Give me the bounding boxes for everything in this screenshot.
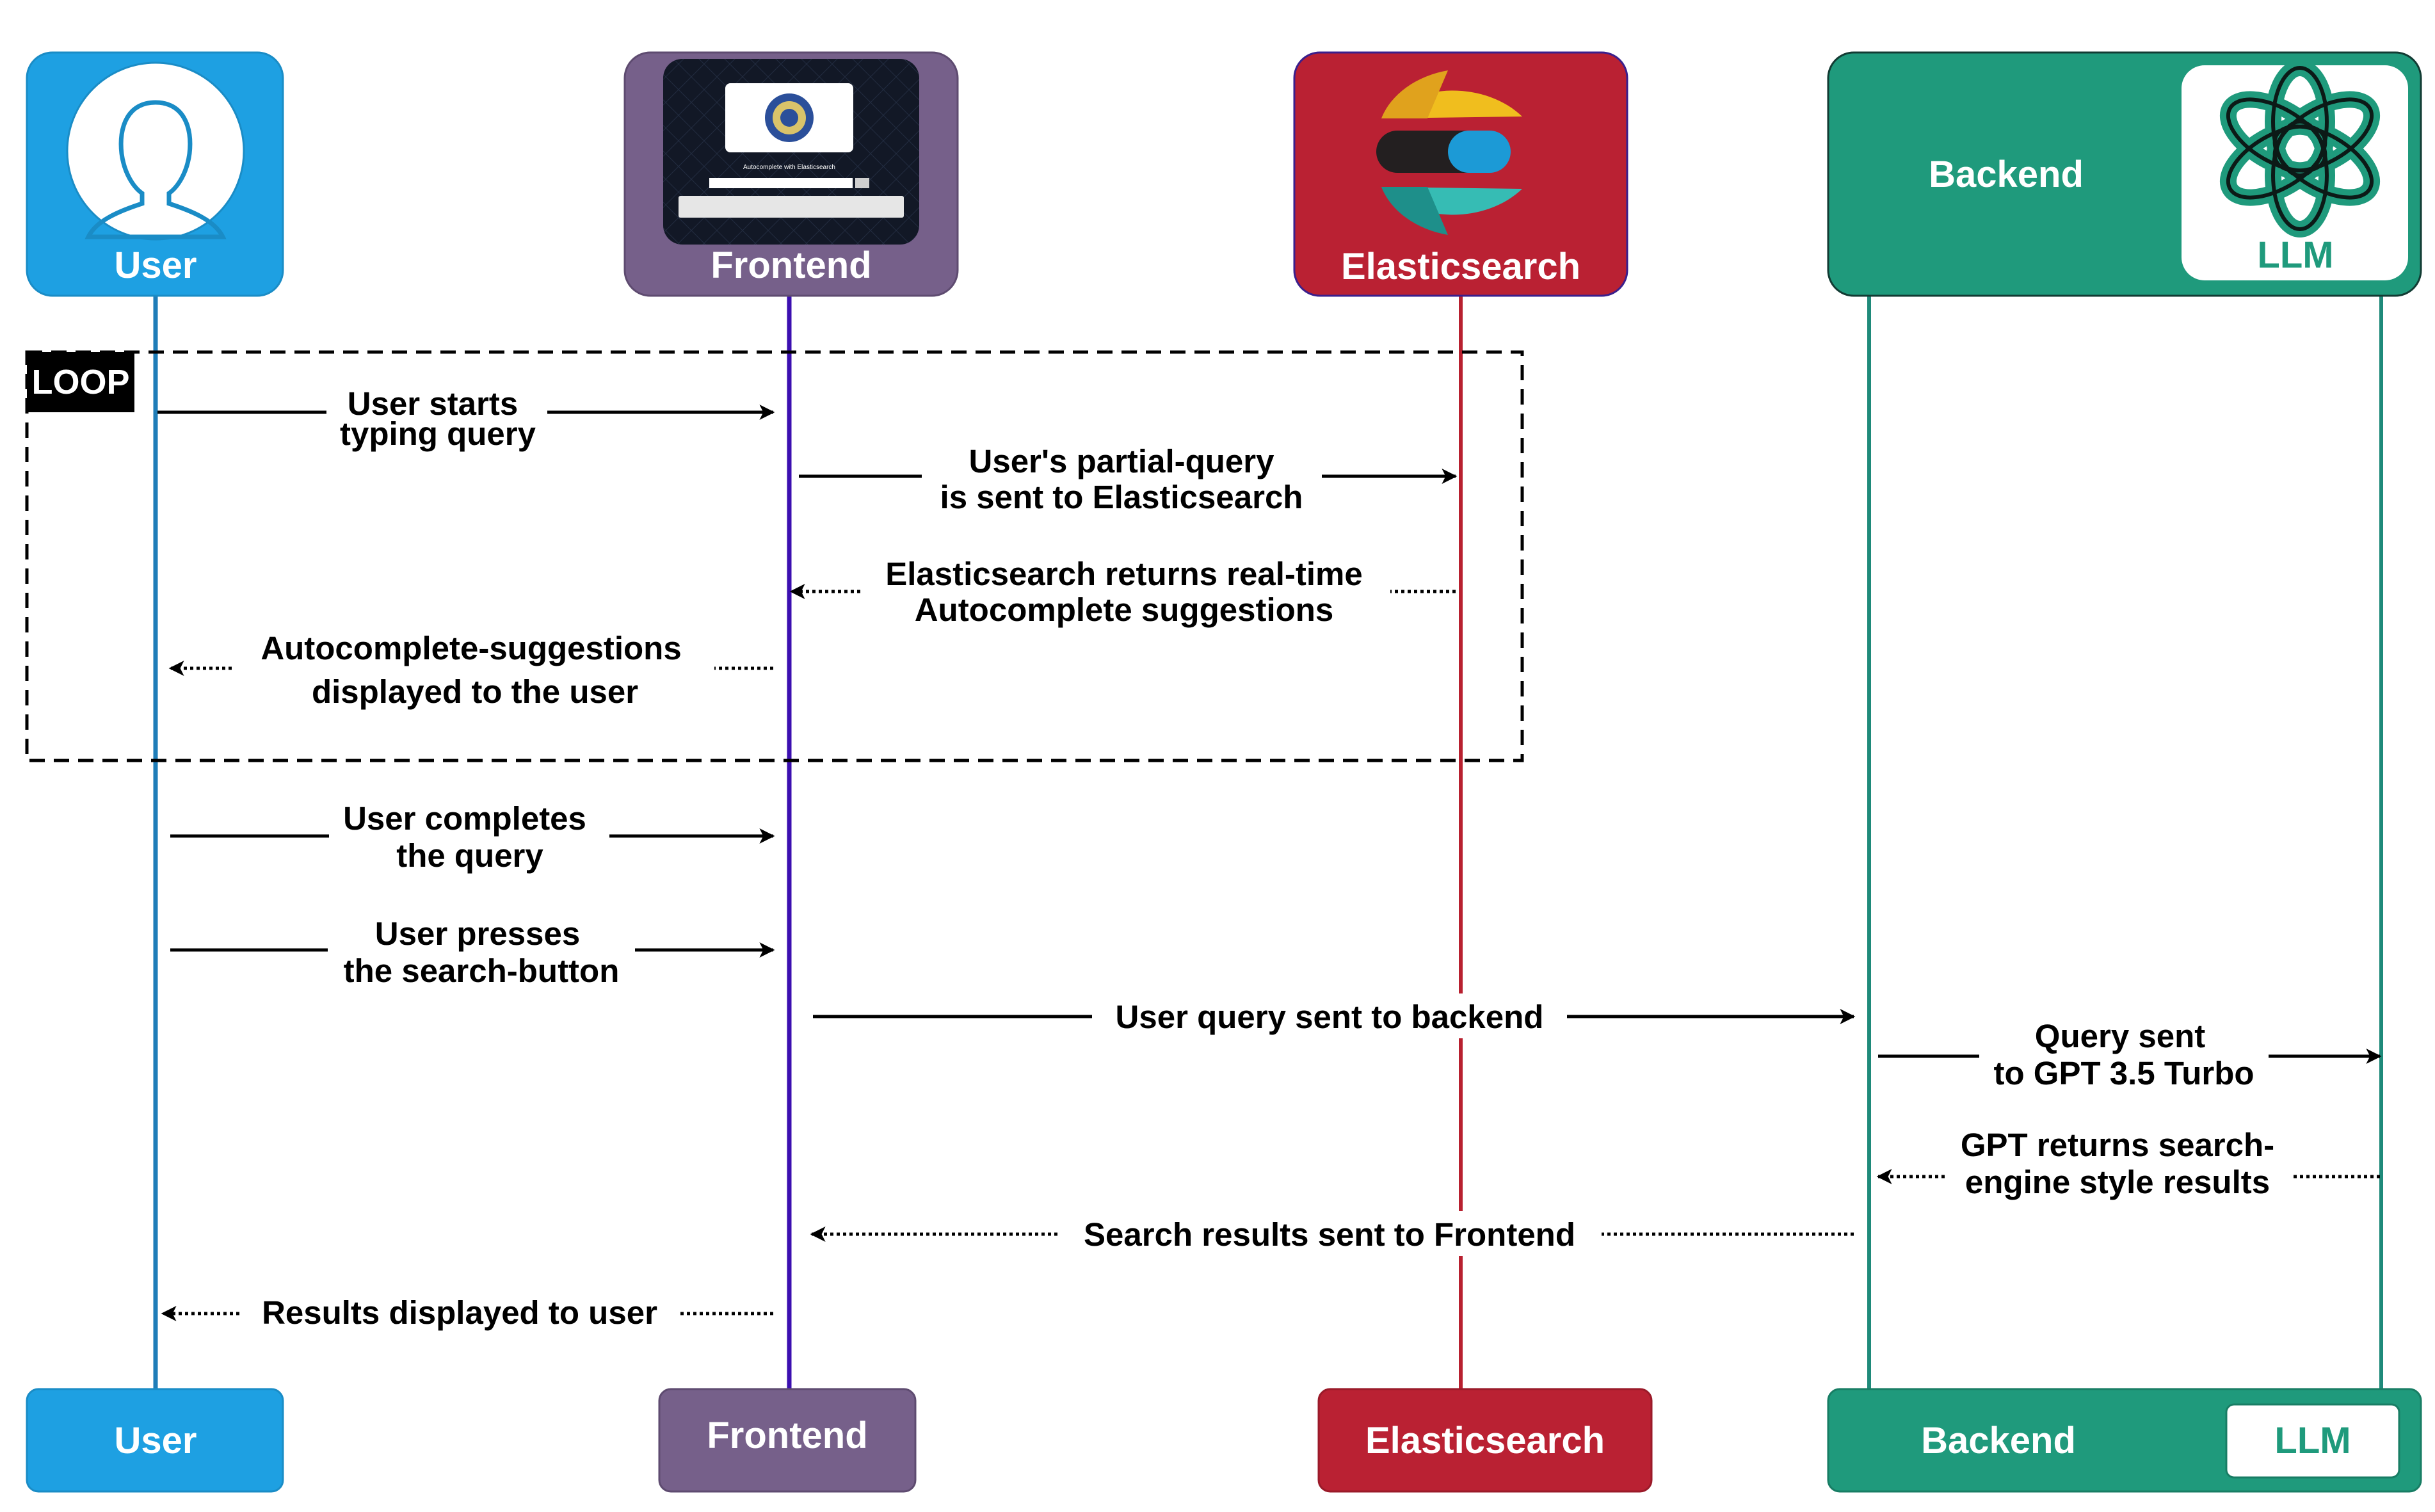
- frontend-screenshot-thumbnail: Autocomplete with Elasticsearch: [663, 59, 919, 245]
- user-title: User: [115, 245, 197, 286]
- msg-results-to-frontend-label: Search results sent to Frontend: [1084, 1216, 1575, 1253]
- loop-frame: LOOP: [25, 350, 1524, 762]
- participant-elasticsearch-bottom: Elasticsearch: [1317, 1388, 1653, 1493]
- frontend-title: Frontend: [711, 245, 871, 286]
- frontend-bottom-title: Frontend: [707, 1415, 867, 1456]
- participant-frontend-bottom: Frontend: [658, 1388, 917, 1493]
- participant-user-top: User: [26, 51, 284, 297]
- elasticsearch-logo-icon: [1376, 70, 1522, 235]
- msg-query-to-backend-label: User query sent to backend: [1116, 999, 1544, 1035]
- participant-user-bottom: User: [26, 1388, 284, 1493]
- participant-backend-top: Backend LLM: [1827, 51, 2422, 297]
- msg-gpt-returns-label: GPT returns search-engine style results: [1961, 1127, 2274, 1200]
- elasticsearch-bottom-title: Elasticsearch: [1365, 1420, 1605, 1461]
- elasticsearch-title: Elasticsearch: [1341, 246, 1580, 287]
- llm-title: LLM: [2257, 234, 2333, 276]
- user-avatar-icon: [66, 61, 245, 241]
- screenshot-caption: Autocomplete with Elasticsearch: [743, 164, 835, 171]
- participant-elasticsearch-top: Elasticsearch: [1293, 51, 1628, 297]
- llm-bottom-title: LLM: [2274, 1420, 2351, 1461]
- openai-logo-icon: [2219, 60, 2381, 237]
- participant-frontend-top: Autocomplete with Elasticsearch Frontend: [623, 51, 959, 297]
- backend-title: Backend: [1929, 154, 2084, 195]
- user-bottom-title: User: [115, 1420, 197, 1461]
- backend-bottom-title: Backend: [1921, 1420, 2076, 1461]
- loop-label: LOOP: [31, 363, 129, 401]
- msg-results-displayed-label: Results displayed to user: [262, 1294, 657, 1331]
- participant-backend-bottom: Backend LLM: [1827, 1388, 2422, 1493]
